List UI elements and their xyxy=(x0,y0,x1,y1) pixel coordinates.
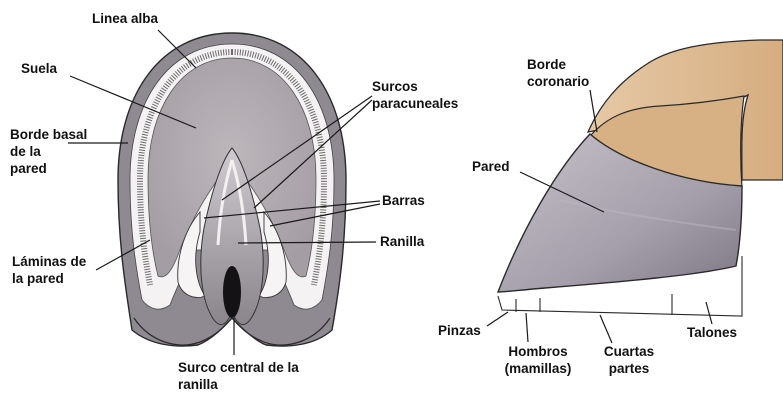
leader-hombros xyxy=(526,313,528,342)
label-laminas: Láminas de la pared xyxy=(12,253,86,287)
label-surco-central: Surco central de la ranilla xyxy=(178,359,299,393)
label-pinzas: Pinzas xyxy=(438,322,481,339)
label-surcos-paracuneales: Surcos paracuneales xyxy=(372,78,458,112)
label-cuartas: Cuartas partes xyxy=(594,343,664,377)
label-hombros: Hombros (mamillas) xyxy=(494,343,582,377)
leader-talones xyxy=(706,302,712,324)
hoof-sole-view xyxy=(118,33,346,346)
label-barras: Barras xyxy=(382,192,425,209)
central-sulcus xyxy=(223,266,241,318)
leader-pinzas xyxy=(487,312,508,326)
label-linea-alba: Linea alba xyxy=(92,10,158,27)
label-pared: Pared xyxy=(472,158,510,175)
label-ranilla: Ranilla xyxy=(380,233,424,250)
label-suela: Suela xyxy=(21,60,57,77)
label-borde-basal: Borde basal de la pared xyxy=(10,126,87,177)
leader-cuartas xyxy=(600,315,612,343)
label-borde-coronario: Borde coronario xyxy=(527,56,589,90)
label-talones: Talones xyxy=(687,324,737,341)
